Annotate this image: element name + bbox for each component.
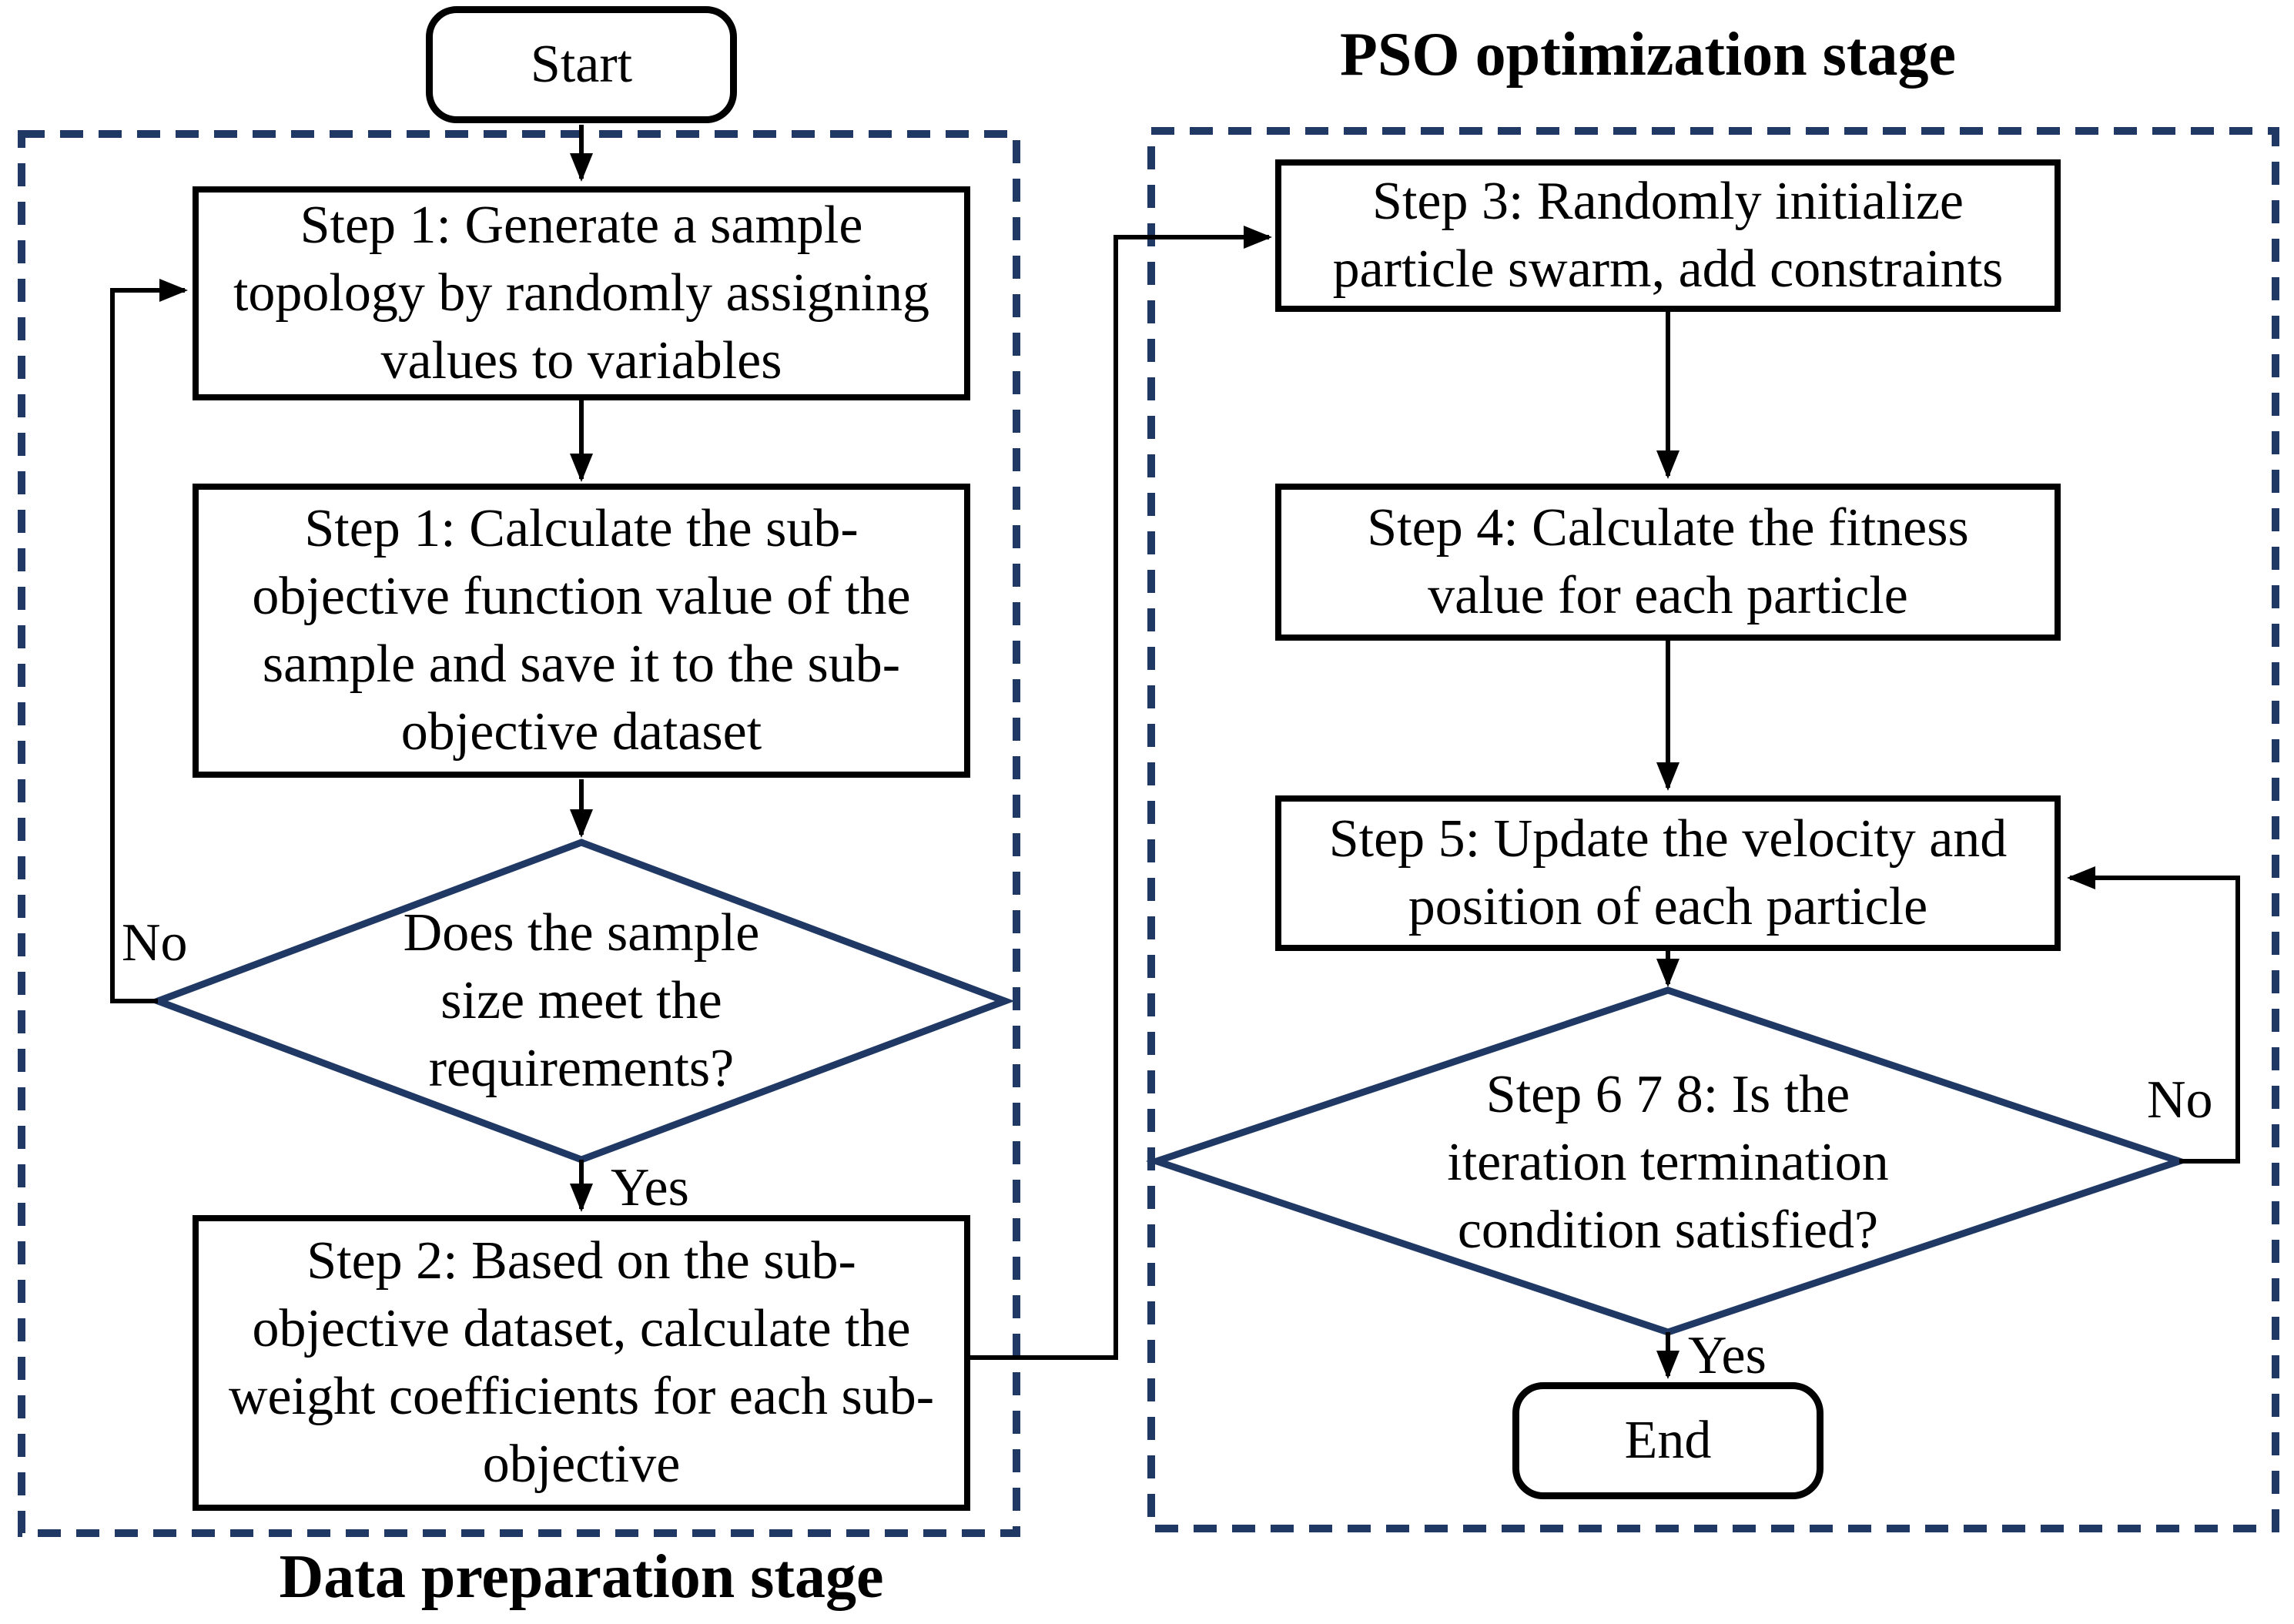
no-label-right: No: [2147, 1070, 2213, 1130]
step5-update-box: Step 5: Update the velocity and position…: [1275, 795, 2061, 951]
step1-generate-text: Step 1: Generate a sample topology by ra…: [233, 196, 930, 390]
yes-label-left: Yes: [611, 1158, 689, 1217]
step2-weights-text: Step 2: Based on the sub- objective data…: [228, 1231, 935, 1494]
step1-calculate-box: Step 1: Calculate the sub- objective fun…: [193, 484, 970, 778]
pso-optimization-stage-frame: [1147, 127, 2279, 1532]
end-node: End: [1512, 1382, 1823, 1499]
no-loop-arrow-right: [2067, 866, 2240, 1164]
no-label-left: No: [122, 913, 188, 973]
data-preparation-stage-frame: [18, 130, 1020, 1537]
step5-update-text: Step 5: Update the velocity and position…: [1328, 809, 2008, 936]
step2-weights-box: Step 2: Based on the sub- objective data…: [193, 1215, 970, 1511]
connector-step2-to-step3: [966, 226, 1272, 1360]
step4-fitness-text: Step 4: Calculate the fitness value for …: [1367, 498, 1969, 625]
sample-size-decision-text: Does the sample size meet the requiremen…: [403, 903, 760, 1098]
yes-label-right: Yes: [1688, 1326, 1767, 1385]
data-preparation-stage-title: Data preparation stage: [279, 1543, 884, 1611]
step1-generate-box: Step 1: Generate a sample topology by ra…: [193, 186, 970, 400]
termination-decision-text: Step 6 7 8: Is the iteration termination…: [1447, 1065, 1889, 1260]
start-node: Start: [426, 6, 737, 123]
step1-calculate-text: Step 1: Calculate the sub- objective fun…: [252, 499, 911, 762]
start-label: Start: [530, 35, 633, 94]
no-loop-arrow-left: [110, 279, 188, 1003]
pso-stage-title: PSO optimization stage: [1340, 21, 1956, 89]
end-label: End: [1624, 1411, 1712, 1470]
step4-fitness-box: Step 4: Calculate the fitness value for …: [1275, 484, 2061, 641]
step3-initialize-box: Step 3: Randomly initialize particle swa…: [1275, 159, 2061, 312]
step3-initialize-text: Step 3: Randomly initialize particle swa…: [1332, 172, 2004, 299]
